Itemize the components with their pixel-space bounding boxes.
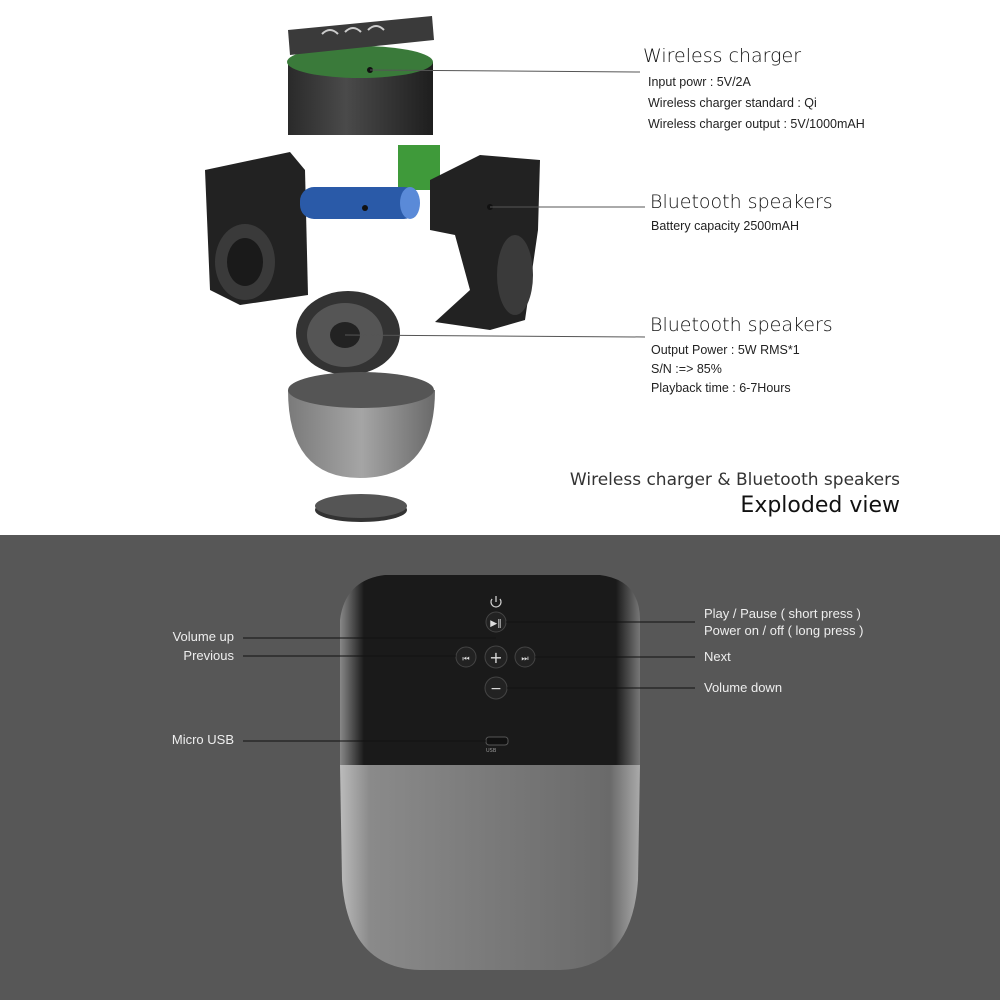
speaker-housing-left (205, 152, 308, 305)
svg-text:⏮: ⏮ (462, 654, 469, 663)
battery-title: Bluetooth speakers (650, 191, 833, 213)
next-button[interactable]: ⏭ (514, 646, 536, 668)
fabric-cup-part (288, 372, 435, 478)
next-label: Next (704, 649, 731, 664)
caption-title: Exploded view (740, 493, 900, 518)
power-icon (490, 596, 502, 608)
battery-spec: Battery capacity 2500mAH (651, 219, 799, 233)
driver-spec: Playback time : 6-7Hours (651, 381, 791, 395)
previous-label: Previous (183, 648, 234, 663)
power-label: Power on / off ( long press ) (704, 623, 864, 638)
base-disc-part (315, 494, 407, 522)
wireless-charger-part (287, 16, 434, 135)
micro-usb-label: Micro USB (171, 732, 234, 747)
driver-spec: S/N :=> 85% (651, 362, 722, 376)
svg-text:−: − (490, 681, 502, 697)
usb-port-label: USB (486, 748, 497, 754)
svg-text:+: + (489, 648, 502, 667)
assembled-speaker (340, 575, 640, 970)
previous-button[interactable]: ⏮ (455, 646, 477, 668)
speaker-housing-right (430, 155, 540, 330)
driver-title: Bluetooth speakers (650, 314, 833, 336)
driver-part (296, 291, 400, 375)
svg-text:⏭: ⏭ (521, 654, 528, 663)
charger-spec: Wireless charger standard : Qi (648, 96, 817, 110)
volume-up-label: Volume up (172, 629, 234, 644)
charger-spec: Input powr : 5V/2A (648, 75, 751, 89)
battery-part (300, 145, 440, 219)
svg-text:▶‖: ▶‖ (490, 619, 501, 629)
volume-down-button[interactable]: − (484, 676, 508, 700)
play-pause-button[interactable]: ▶‖ (485, 611, 507, 633)
volume-up-button[interactable]: + (484, 645, 508, 669)
play-pause-label: Play / Pause ( short press ) (704, 606, 861, 621)
charger-title: Wireless charger (643, 45, 802, 67)
driver-spec: Output Power : 5W RMS*1 (651, 343, 800, 357)
caption: Wireless charger & Bluetooth speakers (569, 470, 900, 490)
charger-spec: Wireless charger output : 5V/1000mAH (648, 117, 865, 131)
volume-down-label: Volume down (704, 680, 783, 695)
micro-usb-port[interactable] (485, 736, 509, 746)
